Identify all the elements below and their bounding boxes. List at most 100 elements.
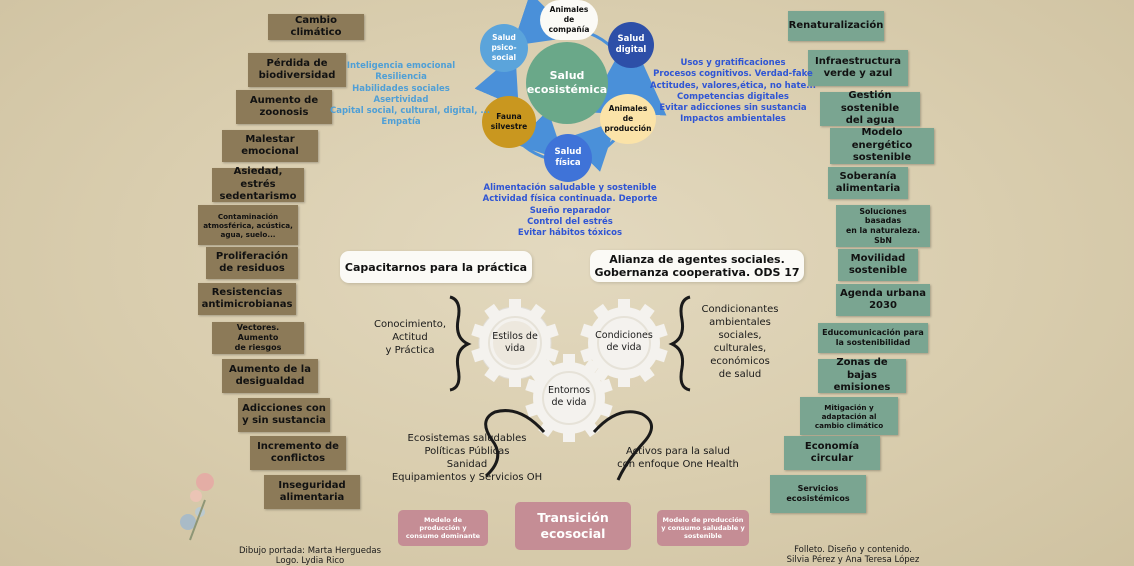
problem-label: Pérdida de biodiversidad <box>248 53 346 87</box>
condicionantes-text: Condicionantes ambientales sociales, cul… <box>701 304 779 380</box>
gear-tooth <box>528 303 546 321</box>
problem-label: Malestar emocional <box>222 130 318 162</box>
list-item: Capital social, cultural, digital, ... <box>330 106 491 117</box>
modelo-dominante-box: Modelo de producción y consumo dominante <box>398 510 488 546</box>
list-item: Evitar hábitos tóxicos <box>517 228 623 239</box>
ecosistemas-text: Ecosistemas saludables Políticas Pública… <box>391 433 543 483</box>
node-animales-produccion: Animales de producción <box>600 94 656 144</box>
list-item: Competencias digitales <box>677 91 789 102</box>
problem-label: Proliferación de residuos <box>206 247 298 279</box>
gear-tooth <box>543 347 559 363</box>
node-animales-compania: Animales de compañía <box>540 0 598 40</box>
problem-label: Resistencias antimicrobianas <box>198 283 296 315</box>
gear-tooth <box>637 365 655 383</box>
gear-tooth <box>509 375 521 387</box>
solution-label: Agenda urbana 2030 <box>836 284 930 316</box>
gear-tooth <box>509 299 521 311</box>
solution-label: Gestión sostenible del agua <box>820 90 920 126</box>
cycle-arrow <box>566 121 617 172</box>
gear-entornos-label: Entornos de vida <box>547 385 591 409</box>
problem-label: Aumento de zoonosis <box>236 90 332 124</box>
gear-tooth <box>525 378 541 394</box>
gear-tooth <box>597 378 613 394</box>
gear-tooth <box>593 365 611 383</box>
problem-label: Adicciones con y sin sustancia <box>238 398 330 432</box>
gear-tooth <box>597 402 613 418</box>
gear-tooth <box>563 354 575 366</box>
gear-condiciones-label: Condiciones de vida <box>595 330 653 354</box>
gear-tooth <box>538 420 556 438</box>
swirl-right <box>592 410 653 481</box>
problem-label: Asiedad, estrés sedentarismo <box>212 166 304 202</box>
list-item: Habilidades sociales <box>352 83 450 94</box>
problem-label: Cambio climático <box>268 14 364 40</box>
gear-tooth <box>484 365 502 383</box>
gear-tooth <box>471 347 487 363</box>
gear-tooth <box>637 303 655 321</box>
gear-inner-ring <box>488 316 542 370</box>
gear-tooth <box>543 323 559 339</box>
flower-illustration <box>180 473 214 541</box>
problem-label: Inseguridad alimentaria <box>264 475 360 509</box>
credit-right: Folleto. Diseño y contenido. Silvia Pére… <box>786 545 920 566</box>
solution-label: Zonas de bajas emisiones <box>818 357 906 393</box>
node-fauna-silvestre: Fauna silvestre <box>482 96 536 148</box>
list-item: Impactos ambientales <box>680 114 786 125</box>
swirl-left <box>484 409 546 478</box>
problem-label: Incremento de conflictos <box>250 436 346 470</box>
solution-label: Soluciones basadas en la naturaleza. SbN <box>836 205 930 247</box>
gear-tooth <box>580 347 596 363</box>
transicion-ecosocial-box: Transición ecosocial <box>515 502 631 550</box>
center-salud-ecosistemica: Salud ecosistémica <box>526 42 608 124</box>
gear-tooth <box>582 358 600 376</box>
solution-label: Economía circular <box>784 436 880 470</box>
brace-right <box>668 295 691 392</box>
solution-label: Servicios ecosistémicos <box>770 475 866 513</box>
list-item: Alimentación saludable y sostenible <box>483 183 657 193</box>
solution-label: Soberanía alimentaria <box>828 167 908 199</box>
gear-tooth <box>618 299 630 311</box>
gear-estilos-label: Estilos de vida <box>492 331 538 355</box>
activos-text: Activos para la salud con enfoque One He… <box>617 446 739 470</box>
gear-tooth <box>471 323 487 339</box>
cycle-arrow <box>514 110 565 161</box>
conocimiento-text: Conocimiento, Actitud y Práctica <box>373 319 447 356</box>
problem-label: Vectores. Aumento de riesgos <box>212 322 304 354</box>
gear-tooth <box>618 375 630 387</box>
credit-left: Dibujo portada: Marta Herguedas Logo. Ly… <box>238 546 382 566</box>
problem-label: Aumento de la desigualdad <box>222 359 318 393</box>
pill-alianza: Alianza de agentes sociales. Gobernanza … <box>590 250 804 282</box>
list-item: Actitudes, valores,ética, no hate... <box>650 80 816 91</box>
list-item: Sueño reparador <box>529 205 611 216</box>
list-item: Resiliencia <box>375 72 427 83</box>
pill-capacitarnos: Capacitarnos para la práctica <box>340 251 532 283</box>
gear-tooth <box>593 303 611 321</box>
gear-tooth <box>582 420 600 438</box>
node-salud-fisica: Salud física <box>544 134 592 182</box>
brace-left <box>449 295 472 392</box>
list-item: Evitar adicciones sin sustancia <box>659 103 807 114</box>
list-item: Actividad física continuada. Deporte <box>482 194 658 205</box>
solution-label: Modelo energético sostenible <box>830 127 934 164</box>
gear-tooth <box>484 303 502 321</box>
gear-tooth <box>563 430 575 442</box>
node-salud-psicosocial: Salud psico- social <box>480 24 528 72</box>
gear-inner-ring <box>542 371 596 425</box>
cycle-arrow <box>474 53 519 108</box>
modelo-saludable-box: Modelo de producción y consumo saludable… <box>657 510 749 546</box>
gear-tooth <box>580 323 596 339</box>
solution-label: Educomunicación para la sostenibilidad <box>818 323 928 353</box>
list-item: Asertividad <box>373 94 429 105</box>
gear-tooth <box>652 347 668 363</box>
solution-label: Movilidad sostenible <box>838 249 918 281</box>
gear-inner-ring <box>597 316 651 370</box>
node-salud-digital: Salud digital <box>608 22 654 68</box>
list-item: Procesos cognitivos. Verdad-fake <box>653 69 813 80</box>
list-item: Usos y gratificaciones <box>680 58 786 68</box>
list-item: Empatía <box>381 117 421 128</box>
list-item: Inteligencia emocional <box>346 61 456 71</box>
solution-label: Infraestructura verde y azul <box>808 50 908 86</box>
